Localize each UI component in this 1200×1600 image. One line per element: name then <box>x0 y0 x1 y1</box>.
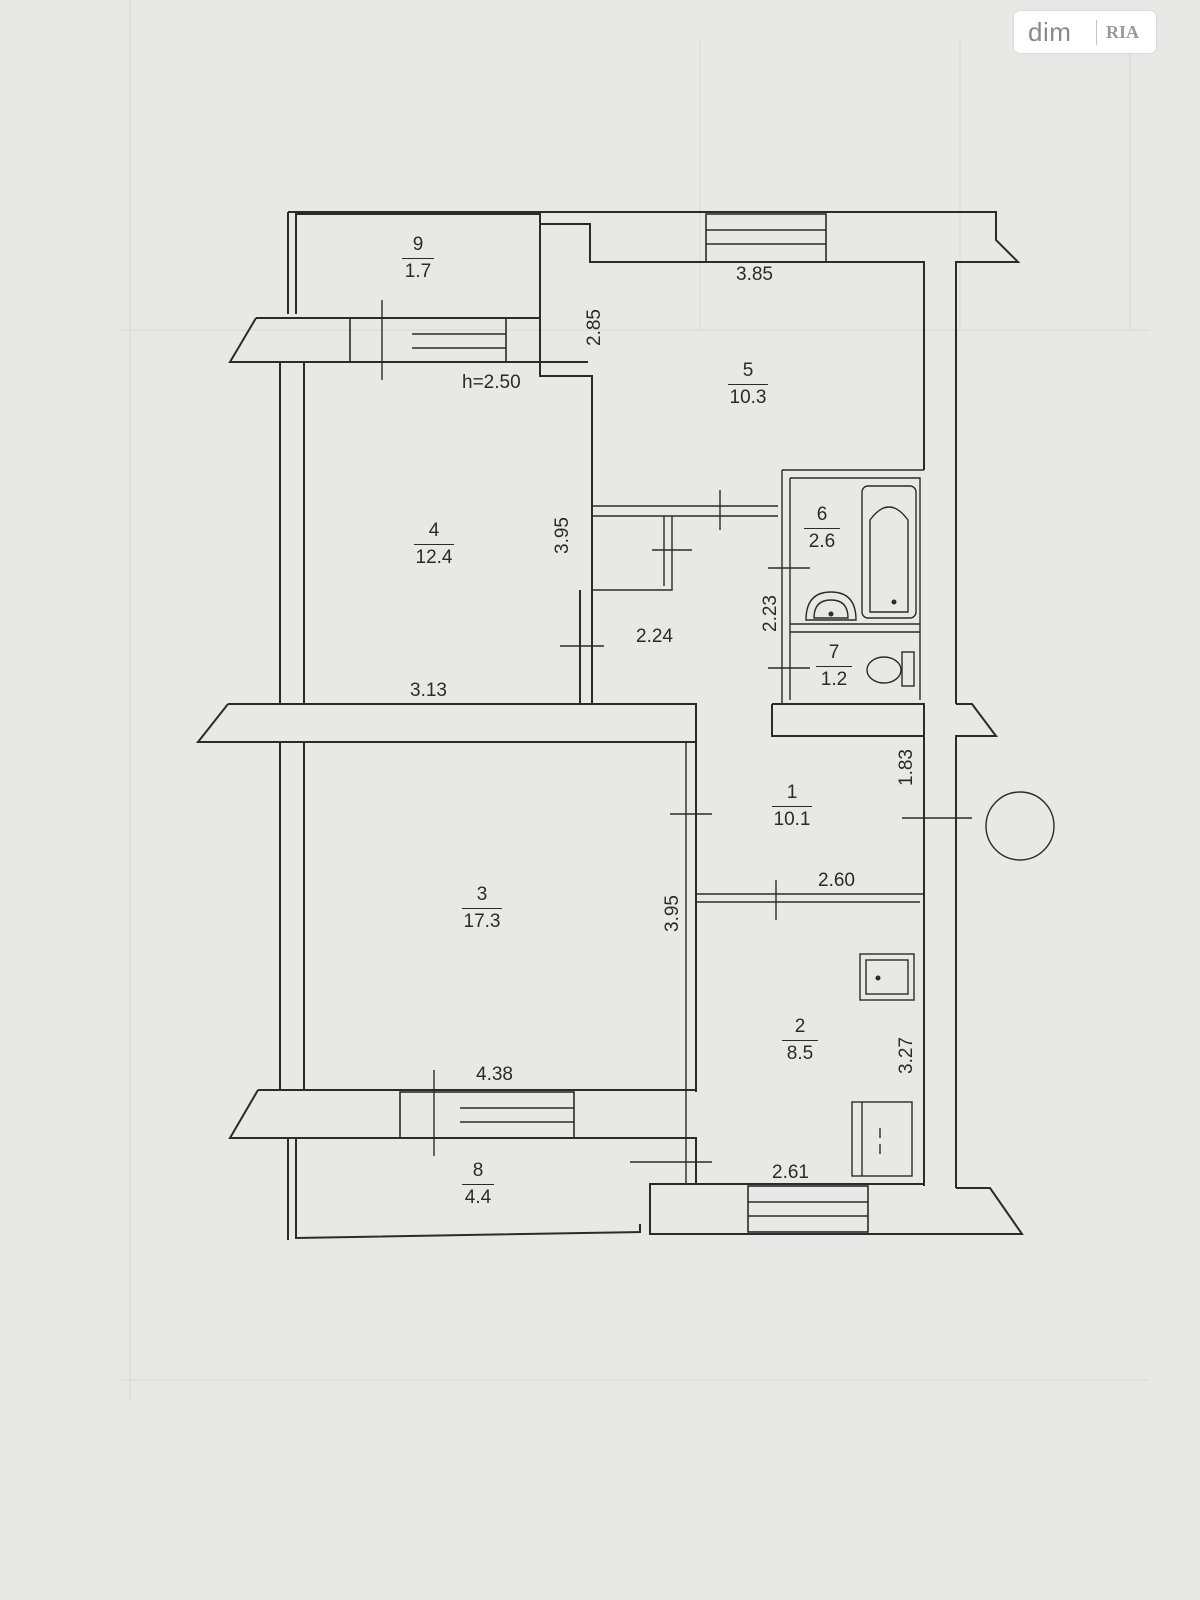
riser-circle <box>985 791 1055 861</box>
room-7-number: 7 <box>828 642 840 663</box>
interior-partitions <box>433 469 972 1184</box>
toilet-fixture <box>866 651 915 687</box>
dim-room4-depth: 3.95 <box>552 517 573 554</box>
ceiling-height-label: h=2.50 <box>462 372 521 393</box>
room-2: 2 8.5 <box>776 1016 824 1065</box>
dim-room4-width: 3.13 <box>410 680 447 701</box>
room-9-area: 1.7 <box>404 261 432 282</box>
watermark-logo: RIA <box>1106 22 1140 42</box>
balcony-9 <box>287 212 541 380</box>
room-9-number: 9 <box>412 234 424 255</box>
room-2-area: 8.5 <box>786 1043 814 1064</box>
room-7: 7 1.2 <box>812 642 856 691</box>
room-4-number: 4 <box>428 520 440 541</box>
room-4-area: 12.4 <box>415 547 453 568</box>
room-1-number: 1 <box>786 782 798 803</box>
room-6: 6 2.6 <box>800 504 844 553</box>
dim-room5-depth: 2.85 <box>584 309 605 346</box>
room-3-area: 17.3 <box>463 911 501 932</box>
dim-hall-width: 2.24 <box>636 626 673 647</box>
dim-bath-depth: 2.23 <box>760 595 781 632</box>
paper-grid <box>120 0 1150 1400</box>
watermark-divider <box>1096 20 1097 45</box>
room-3: 3 17.3 <box>456 884 508 933</box>
room-1-area: 10.1 <box>773 809 811 830</box>
room-8-number: 8 <box>472 1160 484 1181</box>
room-6-number: 6 <box>816 504 828 525</box>
dim-room2-depth: 3.27 <box>896 1037 917 1074</box>
room-2-number: 2 <box>794 1016 806 1037</box>
stove-fixture <box>859 953 915 1001</box>
room-9: 9 1.7 <box>396 234 440 283</box>
room-7-area: 1.2 <box>820 669 848 690</box>
room-8-area: 4.4 <box>464 1187 492 1208</box>
dim-corridor-depth: 1.83 <box>896 749 917 786</box>
room-6-area: 2.6 <box>808 531 836 552</box>
dim-room3-depth: 3.95 <box>662 895 683 932</box>
watermark-text: dim <box>1028 17 1072 47</box>
windows <box>349 213 869 1233</box>
bathtub-fixture <box>861 485 917 619</box>
dim-corridor-width: 2.60 <box>818 870 855 891</box>
room-8: 8 4.4 <box>456 1160 500 1209</box>
room-1: 1 10.1 <box>766 782 818 831</box>
dim-room3-width: 4.38 <box>476 1064 513 1085</box>
room-5-number: 5 <box>742 360 754 381</box>
room-5-area: 10.3 <box>729 387 767 408</box>
watermark-badge: dim RIA <box>1014 11 1156 53</box>
dim-room2-width: 2.61 <box>772 1162 809 1183</box>
sink-fixture <box>805 591 857 621</box>
room-3-number: 3 <box>476 884 488 905</box>
dim-room5-width: 3.85 <box>736 264 773 285</box>
room-5: 5 10.3 <box>722 360 774 409</box>
kitchen-sink-fixture <box>851 1101 913 1177</box>
room-4: 4 12.4 <box>408 520 460 569</box>
